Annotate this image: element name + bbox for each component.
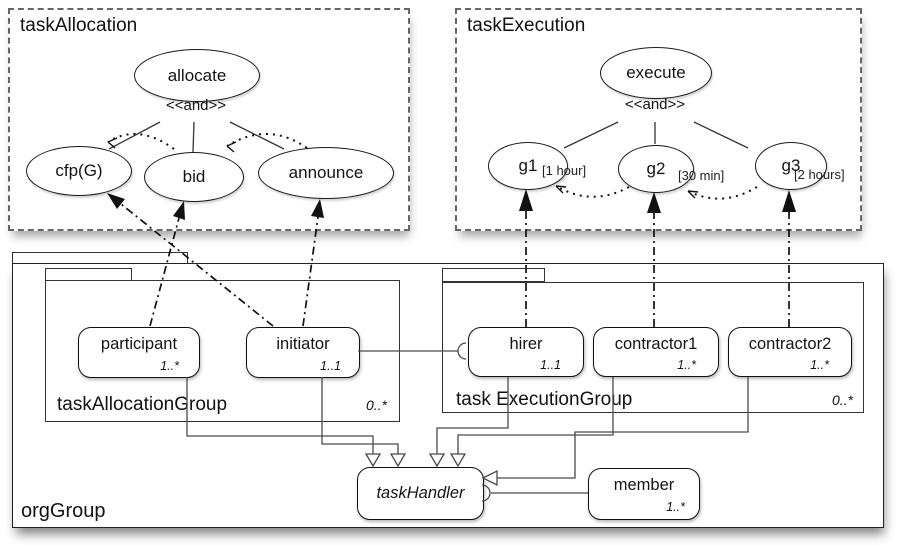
and-operator-execution: <<and>>: [624, 96, 686, 113]
goal-ellipse-bid: bid: [144, 152, 244, 202]
role-participant-label: participant: [100, 335, 178, 353]
role-hirer-multiplicity: 1..1: [540, 358, 561, 372]
role-hirer: hirer 1..1: [468, 327, 584, 377]
goal-ellipse-execute: execute: [600, 47, 712, 99]
role-contractor2-label: contractor2: [748, 335, 832, 353]
role-hirer-label: hirer: [509, 335, 543, 353]
org-group-box: orgGroup: [12, 263, 884, 528]
goal-ellipse-g1: g1: [488, 142, 568, 190]
goal-label-bid: bid: [182, 167, 206, 186]
role-contractor1-multiplicity: 1..*: [677, 358, 696, 372]
goal-label-g2: g2: [646, 159, 666, 178]
task-allocation-title: taskAllocation: [20, 15, 138, 36]
role-participant-multiplicity: 1..*: [160, 359, 179, 373]
role-initiator-multiplicity: 1..1: [320, 359, 341, 373]
goal-label-g1: g1: [518, 156, 538, 175]
duration-label-g1: [1 hour]: [542, 163, 587, 178]
goal-label-g3: g3: [781, 156, 801, 175]
role-task-handler-label: taskHandler: [376, 484, 465, 502]
goal-label-execute: execute: [626, 63, 686, 82]
role-contractor1: contractor1 1..*: [593, 327, 719, 377]
goal-ellipse-cfp: cfp(G): [26, 146, 132, 196]
task-allocation-group-multiplicity: 0..*: [365, 397, 387, 413]
role-participant: participant 1..*: [78, 327, 200, 378]
goal-ellipse-allocate: allocate: [134, 49, 260, 102]
and-operator-allocation: <<and>>: [165, 97, 227, 114]
task-execution-group-label: task ExecutionGroup: [456, 389, 633, 410]
role-contractor1-label: contractor1: [614, 335, 698, 353]
goal-label-cfp: cfp(G): [55, 161, 103, 180]
goal-ellipse-g2: g2: [618, 145, 694, 193]
role-initiator-label: initiator: [276, 335, 330, 353]
role-member-multiplicity: 1..*: [666, 500, 685, 514]
goal-ellipse-announce: announce: [258, 147, 394, 199]
task-execution-box: taskExecution: [455, 8, 862, 231]
task-execution-group-tab: [442, 268, 545, 282]
duration-label-g2: [30 min]: [678, 168, 725, 183]
goal-ellipse-g3: g3: [755, 142, 827, 190]
goal-label-allocate: allocate: [167, 65, 227, 85]
goal-label-announce: announce: [288, 163, 364, 182]
role-contractor2: contractor2 1..*: [728, 327, 852, 377]
duration-label-g3: [2 hours]: [794, 167, 845, 182]
role-contractor2-multiplicity: 1..*: [810, 358, 829, 372]
role-task-handler: taskHandler: [357, 467, 484, 520]
task-execution-title: taskExecution: [467, 15, 586, 36]
role-initiator: initiator 1..1: [246, 327, 360, 378]
role-member: member 1..*: [588, 468, 700, 520]
role-member-label: member: [613, 476, 675, 494]
task-execution-group-multiplicity: 0..*: [831, 392, 853, 408]
task-allocation-group-label: taskAllocationGroup: [57, 394, 228, 415]
org-group-label: orgGroup: [21, 500, 106, 522]
